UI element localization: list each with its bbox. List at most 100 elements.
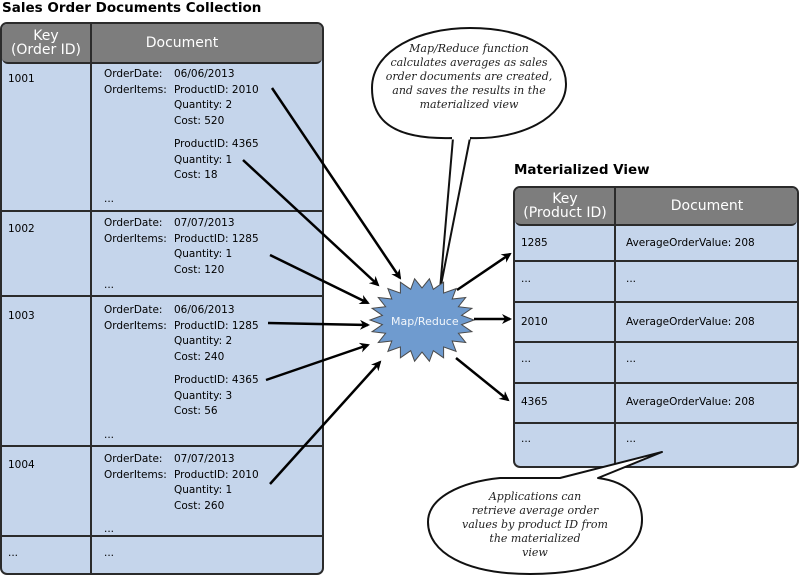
key-column-header: Key (Order ID)	[2, 24, 90, 62]
materialized-view-table: Key (Product ID) Document 1285 AverageOr…	[513, 186, 799, 468]
key-header-line2: (Order ID)	[10, 42, 82, 58]
order-items-label: OrderItems:	[104, 83, 167, 96]
product-id: ...	[521, 353, 532, 365]
callout-line: and saves the results in the	[392, 84, 546, 97]
row-divider	[515, 382, 797, 384]
arrow-1003-4365	[265, 342, 370, 382]
arrow-1001-2010	[270, 87, 402, 280]
quantity: Quantity: 3	[174, 389, 233, 402]
order-id: 1003	[8, 310, 35, 322]
callout-line: Map/Reduce function	[409, 42, 529, 55]
quantity: Quantity: 2	[174, 335, 233, 347]
callout-line: Applications can	[488, 490, 582, 503]
document-value: AverageOrderValue: 208	[626, 396, 755, 408]
arrow-1004-2010	[269, 360, 382, 485]
bottom-callout-bubble	[427, 451, 663, 575]
arrow-1001-4365	[242, 159, 380, 287]
order-items-label: OrderItems:	[104, 468, 167, 481]
order-document: ...	[104, 547, 115, 559]
product-id: 4365	[521, 396, 548, 408]
more-ellipsis: ...	[104, 428, 115, 441]
row-divider	[515, 422, 797, 424]
product-id: ProductID: 1285	[174, 232, 259, 245]
document-value: ...	[626, 273, 637, 285]
order-date-label: OrderDate:	[104, 217, 163, 229]
more-ellipsis: ...	[104, 523, 115, 535]
quantity: Quantity: 1	[174, 248, 233, 260]
order-date-label: OrderDate:	[104, 453, 163, 465]
cost: Cost: 240	[174, 350, 225, 363]
order-date: 07/07/2013	[174, 453, 235, 465]
document-header-label: Document	[145, 35, 219, 51]
callout-line: values by product ID from	[462, 518, 608, 531]
document-column-header: Document	[92, 24, 322, 62]
callout-line: retrieve average order	[471, 504, 599, 517]
order-date-label: OrderDate:	[104, 304, 163, 316]
product-id: ProductID: 2010	[174, 468, 259, 481]
arrow-to-4365	[455, 357, 510, 402]
document-value: AverageOrderValue: 208	[626, 316, 755, 328]
product-id: ...	[521, 433, 532, 445]
cost: Cost: 260	[174, 499, 225, 512]
top-callout-text: Map/Reduce function calculates averages …	[372, 42, 566, 112]
column-divider	[614, 188, 616, 466]
table-header: Key (Order ID) Document	[2, 24, 322, 64]
bottom-callout-text: Applications can retrieve average order …	[428, 490, 642, 560]
key-column-header: Key (Product ID)	[515, 188, 615, 224]
key-header-line1: Key	[552, 191, 578, 207]
product-id: ...	[521, 273, 532, 285]
document-value: ...	[626, 353, 637, 365]
quantity: Quantity: 1	[174, 484, 233, 496]
callout-line: materialized view	[419, 98, 519, 111]
row-divider	[515, 301, 797, 303]
map-reduce-label: Map/Reduce	[391, 315, 459, 328]
product-id: ProductID: 2010	[174, 83, 259, 96]
document-header-label: Document	[670, 198, 744, 214]
product-id: ProductID: 1285	[174, 319, 259, 332]
row-divider	[2, 210, 322, 212]
row-divider	[2, 295, 322, 297]
key-header-line1: Key	[33, 28, 59, 44]
arrow-1003-1285	[267, 319, 370, 330]
cost: Cost: 56	[174, 405, 218, 417]
product-id: 2010	[521, 316, 548, 328]
order-items-label: OrderItems:	[104, 232, 167, 245]
callout-line: the materialized	[489, 532, 581, 545]
quantity: Quantity: 1	[174, 153, 233, 166]
cost: Cost: 120	[174, 263, 225, 276]
order-id: 1001	[8, 73, 35, 85]
order-date: 07/07/2013	[174, 217, 235, 229]
sales-collection-title: Sales Order Documents Collection	[2, 0, 262, 16]
product-id: 1285	[521, 237, 548, 249]
callout-line: calculates averages as sales	[390, 56, 548, 69]
quantity: Quantity: 2	[174, 99, 233, 111]
row-divider	[2, 445, 322, 447]
order-items-label: OrderItems:	[104, 319, 167, 332]
product-id: ProductID: 4365	[174, 138, 259, 150]
more-ellipsis: ...	[104, 279, 115, 291]
product-id: ProductID: 4365	[174, 374, 259, 386]
order-date: 06/06/2013	[174, 68, 235, 80]
callout-line: order documents are created,	[385, 70, 553, 83]
row-divider	[515, 260, 797, 262]
top-callout-bubble	[371, 27, 567, 291]
row-divider	[515, 341, 797, 343]
document-value: AverageOrderValue: 208	[626, 237, 755, 249]
order-id: 1004	[8, 459, 35, 471]
document-column-header: Document	[617, 188, 797, 224]
order-id: ...	[8, 547, 19, 559]
order-document: OrderDate: 07/07/2013 OrderItems: ProductI…	[104, 216, 259, 294]
order-document: OrderDate:06/06/2013 OrderItems:ProductI…	[104, 303, 259, 443]
column-divider	[90, 24, 92, 573]
more-ellipsis: ...	[104, 192, 115, 205]
table-header: Key (Product ID) Document	[515, 188, 797, 226]
document-value: ...	[626, 433, 637, 445]
order-document: OrderDate: 06/06/2013 OrderItems: ProductI…	[104, 67, 259, 207]
order-date-label: OrderDate:	[104, 68, 163, 80]
order-document: OrderDate: 07/07/2013 OrderItems: ProductI…	[104, 452, 259, 538]
cost: Cost: 520	[174, 114, 225, 127]
key-header-line2: (Product ID)	[523, 205, 607, 221]
arrow-1002-1285	[269, 253, 370, 305]
map-reduce-starburst	[368, 277, 476, 363]
